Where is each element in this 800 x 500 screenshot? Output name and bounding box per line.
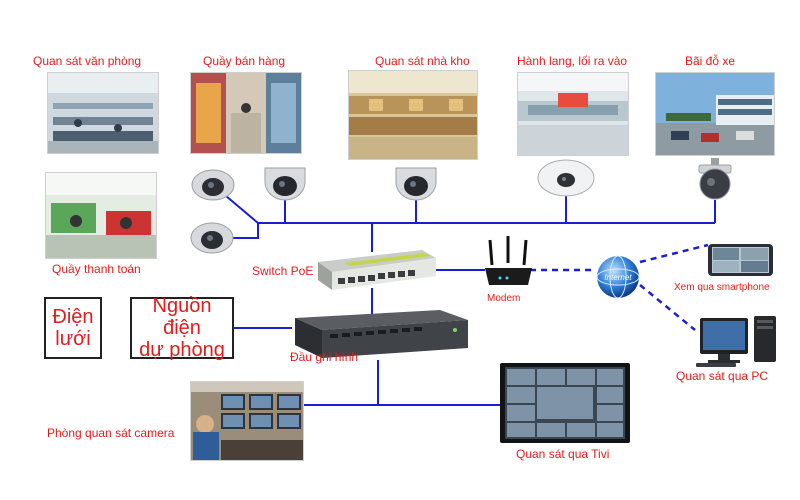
grid-power-box: Điện lưới [44,297,102,359]
control-room-photo [190,381,304,461]
office-photo [47,72,159,154]
switch-icon [318,250,436,290]
label-corridor: Hành lang, lối ra vào [517,54,628,68]
dome-camera-icon [395,167,437,201]
label-sales-counter: Quầy bán hàng [203,54,286,68]
sales-counter-photo [190,72,302,154]
globe-icon: Internet [596,255,640,299]
label-smartphone: Xem qua smartphone [674,282,770,293]
internet-text: Internet [604,273,632,282]
label-control-room: Phòng quan sát camera [47,426,175,440]
label-parking: Bãi đỗ xe [685,54,736,68]
label-office: Quan sát văn phòng [33,54,142,68]
router-icon [485,236,532,285]
corridor-photo [517,72,629,156]
desktop-pc-icon [696,316,776,367]
fisheye-camera-icon [537,159,595,197]
backup-power-line2: dự phòng [139,339,225,361]
recorder-icon [295,310,468,358]
backup-power-box: Nguồn điện dự phòng [130,295,234,361]
label-pc: Quan sát qua PC [676,369,769,383]
ptz-camera-icon [698,158,732,200]
smartphone-icon [708,244,773,276]
label-checkout: Quầy thanh toán [52,262,141,276]
label-modem: Modem [487,293,521,304]
tv-monitor-icon [500,363,630,443]
parking-photo [655,72,775,156]
label-recorder: Đầu ghi hình [290,350,359,364]
dome-camera-icon [264,167,306,201]
checkout-photo [45,172,157,259]
label-warehouse: Quan sát nhà kho [375,54,470,68]
grid-power-line1: Điện [52,306,94,328]
backup-power-line1: Nguồn điện [152,295,212,339]
label-tv: Quan sát qua Tivi [516,447,610,461]
grid-power-line2: lưới [55,328,91,350]
warehouse-photo [348,70,478,160]
label-switch: Switch PoE [252,264,314,278]
dome-camera-icon [191,169,235,201]
dome-camera-icon [190,222,234,254]
